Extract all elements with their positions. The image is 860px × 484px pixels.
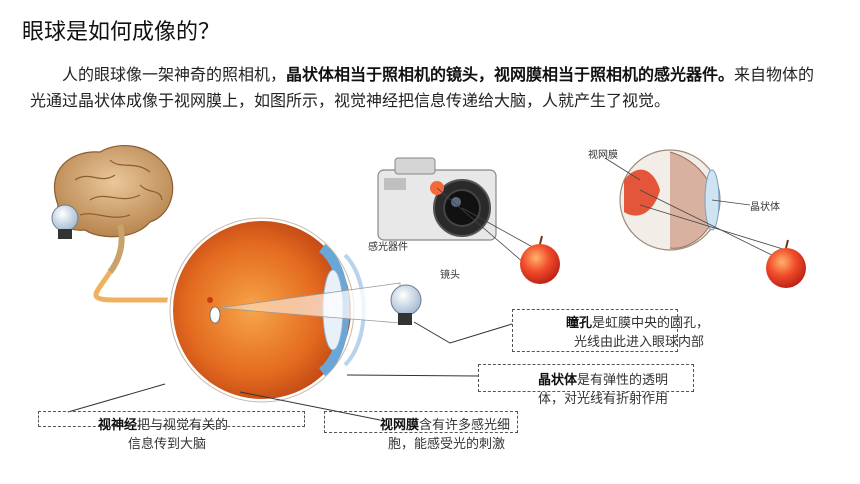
eye-cross-section-image: [604, 149, 787, 263]
pupil-callout: 瞳孔是虹膜中央的圆孔， 光线由此进入眼球内部: [566, 314, 709, 352]
intro-paragraph: 人的眼球像一架神奇的照相机，晶状体相当于照相机的镜头，视网膜相当于照相机的感光器…: [30, 62, 820, 114]
lightbulb-icon: [51, 204, 79, 239]
optic-nerve-leader-line: [67, 383, 166, 413]
pupil-callout-box: [512, 309, 678, 352]
camera-sensor-label: 感光器件: [368, 242, 408, 253]
lightbulb-object-icon: [390, 284, 422, 325]
optic-nerve-line2: 信息传到大脑: [128, 437, 207, 452]
optic-nerve-callout: 视神经把与视觉有关的 信息传到大脑: [98, 416, 228, 454]
page-title: 眼球是如何成像的？: [22, 20, 221, 45]
intro-text-1: 人的眼球像一架神奇的照相机，: [62, 65, 287, 84]
retina-term: 视网膜: [380, 418, 420, 433]
optic-nerve-term: 视神经: [98, 418, 138, 433]
camera-lens-label: 镜头: [440, 270, 460, 281]
optic-nerve-line1: 把与视觉有关的: [137, 418, 229, 433]
eye-retina-label: 视网膜: [588, 150, 618, 161]
crystalline-line2: 体，对光线有折射作用: [538, 392, 669, 407]
retina-callout: 视网膜含有许多感光细 胞，能感受光的刺激: [380, 416, 510, 454]
pupil-leader-line: [413, 321, 513, 344]
retina-line2: 胞，能感受光的刺激: [388, 437, 506, 452]
pupil-term: 瞳孔: [566, 316, 593, 331]
crystalline-callout: 晶状体是有弹性的透明 体，对光线有折射作用: [538, 371, 668, 409]
crystalline-leader-line: [346, 374, 479, 377]
intro-bold-text: 晶状体相当于照相机的镜头，视网膜相当于照相机的感光器件。: [286, 65, 735, 84]
crystalline-callout-box: [478, 364, 694, 392]
retina-callout-box: [324, 411, 518, 433]
apple-image-camera: [520, 235, 560, 284]
optic-nerve-callout-box: [38, 411, 305, 427]
crystalline-term: 晶状体: [538, 373, 578, 388]
eye-lens-label: 晶状体: [750, 202, 780, 213]
camera-image: [377, 157, 539, 276]
crystalline-line1: 是有弹性的透明: [577, 373, 669, 388]
retina-line1: 含有许多感光细: [419, 418, 511, 433]
brain-image: [53, 144, 174, 274]
apple-image-eye: [766, 239, 806, 288]
retina-leader-line: [239, 391, 381, 421]
pupil-line1: 是虹膜中央的圆孔，: [592, 316, 710, 331]
pupil-line2: 光线由此进入眼球内部: [574, 335, 705, 350]
intro-text-2: 来自物体的光通过晶状体成像于视网膜上，如图所示，视觉神经把信息传递给大脑，人就产…: [30, 65, 815, 110]
